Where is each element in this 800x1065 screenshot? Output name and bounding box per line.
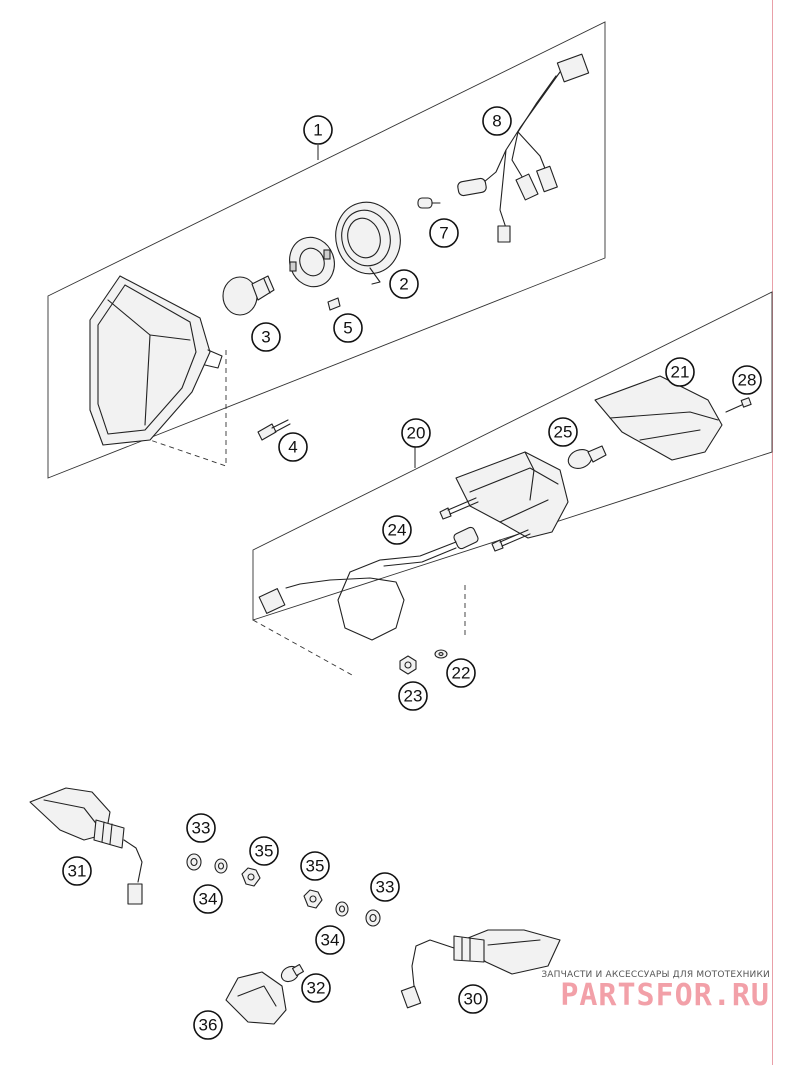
signal-nut-left[interactable]: [241, 867, 261, 887]
svg-text:33: 33: [192, 819, 211, 838]
callout-20[interactable]: 20: [401, 418, 431, 448]
svg-text:8: 8: [492, 112, 501, 131]
callout-36[interactable]: 36: [193, 1010, 223, 1040]
taillight-nut[interactable]: [399, 655, 417, 675]
small-screw[interactable]: [327, 297, 341, 311]
taillight-bolt-lower[interactable]: [491, 529, 531, 552]
callout-34-right[interactable]: 34: [315, 925, 345, 955]
svg-text:2: 2: [399, 275, 408, 294]
callout-31[interactable]: 31: [62, 856, 92, 886]
lens-screw[interactable]: [725, 397, 752, 413]
svg-text:30: 30: [464, 990, 483, 1009]
turn-signal-lens-cover[interactable]: [225, 971, 287, 1025]
headlight-bolt[interactable]: [257, 419, 291, 441]
callout-23[interactable]: 23: [398, 681, 428, 711]
svg-text:35: 35: [306, 857, 325, 876]
svg-text:1: 1: [313, 121, 322, 140]
svg-text:31: 31: [68, 862, 87, 881]
callout-4[interactable]: 4: [278, 432, 308, 462]
svg-text:20: 20: [407, 424, 426, 443]
signal-washer-right[interactable]: [365, 909, 381, 927]
svg-text:36: 36: [199, 1016, 218, 1035]
watermark: ЗАПЧАСТИ И АКСЕССУАРЫ ДЛЯ МОТОТЕХНИКИ PA…: [480, 970, 770, 1013]
callout-35-left[interactable]: 35: [249, 836, 279, 866]
turn-signal-left[interactable]: [29, 787, 143, 905]
parking-bulb[interactable]: [417, 197, 441, 209]
callout-21[interactable]: 21: [665, 357, 695, 387]
callout-33-right[interactable]: 33: [370, 872, 400, 902]
page-margin-line: [772, 0, 773, 1065]
turn-signal-bulb[interactable]: [279, 963, 305, 984]
taillight-lens[interactable]: [594, 375, 723, 461]
callout-25[interactable]: 25: [548, 417, 578, 447]
svg-text:33: 33: [376, 878, 395, 897]
callout-1[interactable]: 1: [303, 115, 333, 145]
callout-34-left[interactable]: 34: [193, 884, 223, 914]
callout-22[interactable]: 22: [446, 658, 476, 688]
taillight-cable[interactable]: [258, 526, 479, 641]
svg-text:3: 3: [261, 328, 270, 347]
callout-2[interactable]: 2: [389, 269, 419, 299]
taillight-bolt-upper[interactable]: [439, 497, 479, 520]
taillight-washer[interactable]: [434, 649, 448, 659]
headlight-mask[interactable]: [89, 275, 227, 467]
svg-text:25: 25: [554, 423, 573, 442]
callout-3[interactable]: 3: [251, 322, 281, 352]
headlight-bulb[interactable]: [222, 275, 275, 316]
svg-text:35: 35: [255, 842, 274, 861]
watermark-logo: PARTSFOR.RU: [560, 978, 770, 1013]
callout-32[interactable]: 32: [301, 973, 331, 1003]
callout-33-left[interactable]: 33: [186, 813, 216, 843]
callout-8[interactable]: 8: [482, 106, 512, 136]
svg-text:7: 7: [439, 224, 448, 243]
callout-35-right[interactable]: 35: [300, 851, 330, 881]
rubber-boot[interactable]: [328, 195, 408, 285]
signal-lockwasher-right[interactable]: [335, 901, 349, 917]
taillight-group: [252, 291, 773, 676]
headlight-group-frame: [47, 21, 606, 479]
callout-28[interactable]: 28: [732, 365, 762, 395]
callout-24[interactable]: 24: [382, 515, 412, 545]
watermark-caption: ЗАПЧАСТИ И АКСЕССУАРЫ ДЛЯ МОТОТЕХНИКИ: [541, 970, 770, 980]
signal-washer-left[interactable]: [186, 853, 202, 871]
taillight-group-frame: [252, 291, 773, 621]
svg-text:4: 4: [288, 438, 297, 457]
svg-text:24: 24: [388, 521, 407, 540]
svg-text:21: 21: [671, 363, 690, 382]
turn-signal-right[interactable]: [400, 929, 561, 1009]
callout-7[interactable]: 7: [429, 218, 459, 248]
bulb-holder-ring[interactable]: [283, 231, 341, 293]
callout-5[interactable]: 5: [333, 313, 363, 343]
svg-text:5: 5: [343, 319, 352, 338]
tail-bulb[interactable]: [566, 445, 607, 472]
svg-text:32: 32: [307, 979, 326, 998]
svg-text:34: 34: [321, 931, 340, 950]
svg-text:34: 34: [199, 890, 218, 909]
svg-text:22: 22: [452, 664, 471, 683]
taillight-housing[interactable]: [455, 451, 569, 539]
headlight-group: [47, 21, 606, 479]
svg-text:28: 28: [738, 371, 757, 390]
svg-text:23: 23: [404, 687, 423, 706]
signal-lockwasher-left[interactable]: [214, 858, 228, 874]
signal-nut-right[interactable]: [303, 889, 323, 909]
callout-30[interactable]: 30: [458, 984, 488, 1014]
headlight-wiring-harness[interactable]: [457, 53, 590, 243]
